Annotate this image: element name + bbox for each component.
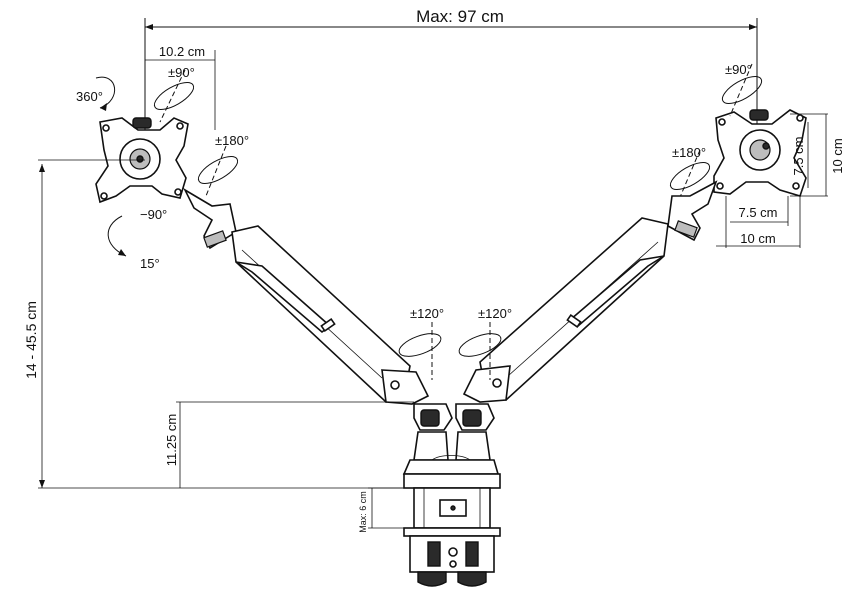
center-pole [402,403,500,475]
vesa-small-h-label: 7.5 cm [791,136,806,175]
right-vesa-dimensions: 7.5 cm 10 cm 7.5 cm 10 cm [716,113,845,248]
left-tilt-label: ±90° [168,65,195,80]
desk-clamp [403,473,501,587]
left-down-label: −90° [140,207,167,222]
right-swivel-label: ±180° [672,145,706,160]
left-up-label: 15° [140,256,160,271]
vesa-small-v-label: 7.5 cm [738,205,777,220]
vesa-large-h-label: 10 cm [830,138,845,173]
height-range-label: 14 - 45.5 cm [23,301,39,379]
left-rotate-label: 360° [76,89,103,104]
left-rotation-indicators: 360° ±90° ±180° −90° 15° [76,65,249,271]
pole-height-dimension: 11.25 cm [164,401,414,488]
left-plate-width-dimension: 10.2 cm [145,44,216,130]
right-rotation-indicators: ±90° ±180° [669,62,763,203]
max-width-label: Max: 97 cm [416,7,504,26]
right-arm [462,180,718,403]
left-arm [183,187,430,405]
height-range-dimension: 14 - 45.5 cm [23,159,404,489]
base-right-rotation-label: ±120° [478,306,512,321]
base-left-rotation-label: ±120° [410,306,444,321]
right-vesa-plate [713,109,807,197]
max-width-dimension: Max: 97 cm [144,7,758,160]
vesa-large-v-label: 10 cm [740,231,775,246]
clamp-max-dimension: Max: 6 cm [358,487,414,533]
base-rotation-indicators: ±120° ±120° [398,306,512,380]
pole-height-label: 11.25 cm [164,414,179,467]
clamp-max-label: Max: 6 cm [358,491,368,533]
left-swivel-label: ±180° [215,133,249,148]
right-tilt-label: ±90° [725,62,752,77]
left-plate-width-label: 10.2 cm [159,44,205,59]
